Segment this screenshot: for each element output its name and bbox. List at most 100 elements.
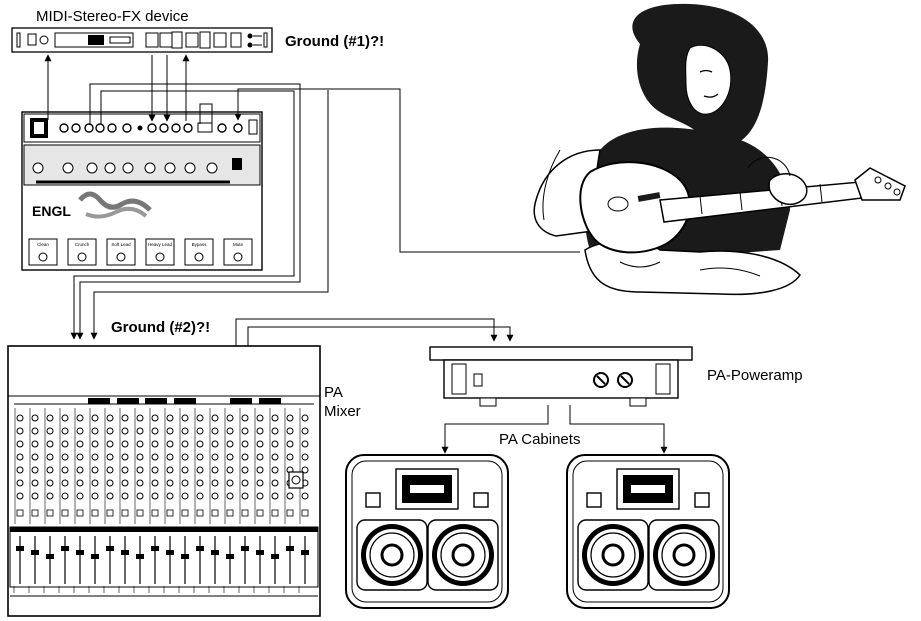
mixer-knob-icon bbox=[121, 466, 129, 474]
fader-icon bbox=[256, 550, 264, 555]
mixer-knob-icon bbox=[76, 492, 84, 500]
mixer-knob-icon bbox=[181, 427, 189, 435]
mixer-knob-icon bbox=[196, 453, 204, 461]
mixer-knob-icon bbox=[106, 427, 114, 435]
mixer-button bbox=[151, 509, 159, 517]
mixer-button bbox=[301, 509, 309, 517]
mixer-button bbox=[136, 509, 144, 517]
mixer-knob-icon bbox=[181, 453, 189, 461]
mixer-knob-icon bbox=[31, 466, 39, 474]
pa-cabinet-left bbox=[345, 454, 509, 609]
mixer-knob-icon bbox=[271, 466, 279, 474]
mixer-knob-icon bbox=[121, 427, 129, 435]
ground1-label: Ground (#1)?! bbox=[285, 33, 384, 50]
mixer-button bbox=[31, 509, 39, 517]
mixer-button bbox=[226, 509, 234, 517]
mixer-knob-icon bbox=[136, 440, 144, 448]
fader-icon bbox=[13, 536, 309, 593]
mixer-knob-icon bbox=[196, 440, 204, 448]
mixer-knob-icon bbox=[226, 453, 234, 461]
fader-icon bbox=[271, 554, 279, 559]
mixer-knob-icon bbox=[196, 466, 204, 474]
mixer-knob-icon bbox=[196, 427, 204, 435]
mixer-button bbox=[241, 509, 249, 517]
fx-device-label: MIDI-Stereo-FX device bbox=[36, 8, 189, 25]
mixer-knob-icon bbox=[241, 453, 249, 461]
mixer-knob-icon bbox=[31, 479, 39, 487]
mixer-knob-icon bbox=[301, 453, 309, 461]
pa-mixer-label-2: Mixer bbox=[324, 403, 361, 420]
guitarist-illustration bbox=[533, 3, 906, 296]
mixer-knob-icon bbox=[166, 479, 174, 487]
mixer-knob-icon bbox=[136, 492, 144, 500]
mixer-knob-icon bbox=[46, 427, 54, 435]
fx-device bbox=[11, 27, 273, 53]
mixer-knob-icon bbox=[151, 440, 159, 448]
fader-icon bbox=[46, 554, 54, 559]
fader-icon bbox=[181, 554, 189, 559]
mixer-knob-icon bbox=[271, 414, 279, 422]
mixer-knob-icon bbox=[136, 479, 144, 487]
fader-icon bbox=[166, 550, 174, 555]
mixer-knob-icon bbox=[211, 479, 219, 487]
mixer-knob-icon bbox=[256, 479, 264, 487]
mixer-knob-icon bbox=[226, 427, 234, 435]
mixer-knob-icon bbox=[166, 414, 174, 422]
engl-amp: ENGL Clean Crunch Soft Lead Heavy Lead B… bbox=[21, 111, 263, 271]
footswitch-label: Crunch bbox=[75, 242, 90, 247]
mixer-knob-icon bbox=[76, 440, 84, 448]
mixer-knob-icon bbox=[151, 453, 159, 461]
mixer-knob-icon bbox=[61, 466, 69, 474]
fader-icon bbox=[91, 554, 99, 559]
footswitch-label: Soft Lead bbox=[111, 242, 131, 247]
mixer-knob-icon bbox=[256, 427, 264, 435]
mixer-button bbox=[166, 509, 174, 517]
mixer-knob-icon bbox=[241, 479, 249, 487]
footswitch-label: Clean bbox=[37, 242, 49, 247]
mixer-knob-icon bbox=[76, 414, 84, 422]
mixer-button bbox=[16, 509, 24, 517]
mixer-knob-icon bbox=[226, 492, 234, 500]
mixer-knob-icon bbox=[91, 466, 99, 474]
mixer-button bbox=[121, 509, 129, 517]
mixer-knob-icon bbox=[301, 427, 309, 435]
mixer-knob-icon bbox=[271, 440, 279, 448]
mixer-knob-icon bbox=[286, 492, 294, 500]
footswitch-label: Bypass bbox=[192, 242, 208, 247]
mixer-knob-icon bbox=[31, 440, 39, 448]
pa-mixer bbox=[7, 345, 321, 617]
footswitch-label: Heavy Lead bbox=[148, 242, 173, 247]
mixer-knob-icon bbox=[286, 427, 294, 435]
mixer-knob-icon bbox=[91, 453, 99, 461]
mixer-knob-icon bbox=[91, 492, 99, 500]
mixer-button bbox=[46, 509, 54, 517]
mixer-knob-icon bbox=[271, 427, 279, 435]
mixer-knob-icon bbox=[241, 440, 249, 448]
mixer-knob-icon bbox=[121, 492, 129, 500]
mixer-knob-icon bbox=[61, 440, 69, 448]
mixer-knob-icon bbox=[166, 427, 174, 435]
mixer-knob-icon bbox=[181, 466, 189, 474]
mixer-knob-icon bbox=[286, 453, 294, 461]
fader-icon bbox=[211, 550, 219, 555]
mixer-knob-icon bbox=[121, 453, 129, 461]
mixer-knob-icon bbox=[16, 492, 24, 500]
mixer-knob-icon bbox=[241, 427, 249, 435]
mixer-knob-icon bbox=[256, 492, 264, 500]
mixer-button bbox=[211, 509, 219, 517]
mixer-knob-icon bbox=[301, 440, 309, 448]
mixer-knob-icon bbox=[31, 492, 39, 500]
mixer-knob-icon bbox=[16, 427, 24, 435]
mixer-knob-icon bbox=[16, 466, 24, 474]
mixer-knob-icon bbox=[166, 440, 174, 448]
mixer-knob-icon bbox=[226, 479, 234, 487]
mixer-knob-icon bbox=[136, 453, 144, 461]
mixer-knob-icon bbox=[16, 479, 24, 487]
mixer-knob-icon bbox=[196, 414, 204, 422]
mixer-knob-icon bbox=[31, 453, 39, 461]
mixer-knob-icon bbox=[211, 492, 219, 500]
mixer-knob-icon bbox=[16, 453, 24, 461]
mixer-knob-icon bbox=[46, 492, 54, 500]
mixer-button bbox=[61, 509, 69, 517]
